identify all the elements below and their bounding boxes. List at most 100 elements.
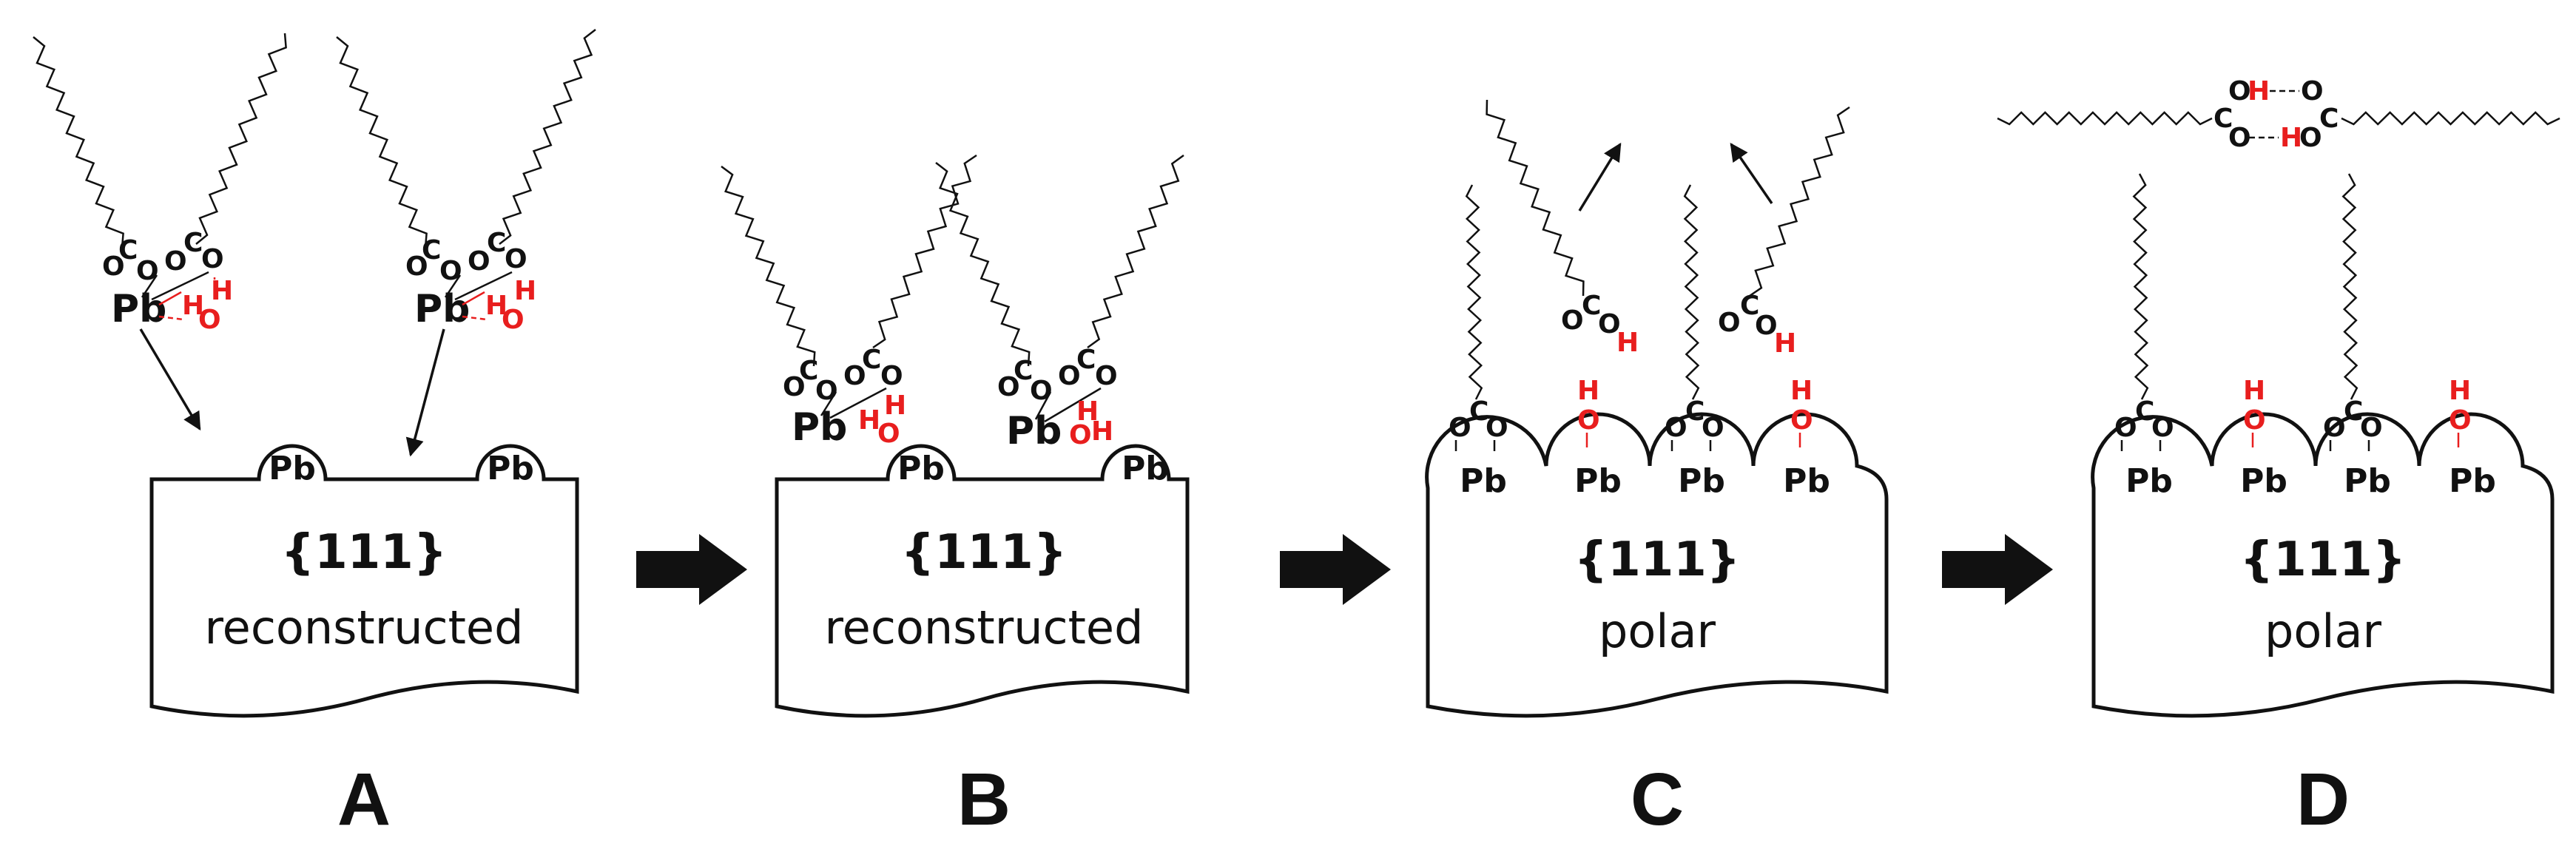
oxygen-atom: O — [1718, 308, 1741, 338]
oxygen-atom: O — [1030, 376, 1053, 406]
oxygen-atom: O — [2323, 413, 2346, 443]
facet-index: {111} — [2240, 532, 2407, 587]
panel-a: Pb Pb {111} reconstructed O C O O C O Pb… — [33, 29, 596, 841]
alkyl-chain — [195, 33, 287, 245]
oxygen-atom: O — [1449, 413, 1471, 443]
hydrogen-atom: H — [1076, 396, 1099, 427]
surface-pb-atom: Pb — [269, 450, 316, 487]
panel-c: Pb Pb Pb Pb {111} polar C O O H O C O O — [1425, 99, 1889, 841]
nanocrystal-block-c — [1425, 412, 1889, 718]
panel-d: Pb Pb Pb Pb {111} polar C O O H O C O O — [1997, 76, 2560, 841]
carbon-atom: C — [1469, 396, 1488, 427]
surface-hydroxyl: H O — [1577, 376, 1600, 447]
alkyl-chain — [872, 154, 977, 349]
surface-pb-atom: Pb — [1678, 462, 1725, 500]
alkyl-chain — [935, 162, 1031, 367]
hydrogen-atom: H — [514, 276, 536, 306]
oxygen-atom: O — [2243, 405, 2266, 436]
pb-oleate-complex: O C O O C O Pb H H O — [935, 154, 1184, 453]
bound-oleate-ligand: C O O — [1665, 184, 1724, 451]
oxygen-atom: O — [2360, 413, 2383, 443]
step-arrow — [636, 534, 747, 605]
oxygen-atom: O — [2299, 123, 2322, 153]
surface-hydroxyl: H O — [2449, 376, 2472, 447]
carbon-atom: C — [2213, 104, 2233, 134]
alkyl-chain — [499, 29, 596, 245]
panel-label: A — [337, 758, 391, 841]
oxygen-atom: O — [1577, 405, 1600, 436]
surface-pb-atom: Pb — [487, 450, 534, 487]
carbon-atom: C — [183, 228, 203, 258]
alkyl-chain — [1465, 184, 1483, 400]
alkyl-chain — [2341, 173, 2358, 400]
surface-pb-atom: Pb — [897, 450, 945, 487]
carbon-atom: C — [422, 235, 441, 266]
oxygen-atom: O — [198, 305, 221, 335]
bound-oleate-ligand: C O O — [1449, 184, 1508, 451]
bound-oleate-ligand: C O O — [2323, 173, 2383, 451]
surface-pb-atom: Pb — [2449, 462, 2496, 500]
alkyl-chain — [336, 36, 428, 248]
panel-label: C — [1631, 758, 1684, 841]
pb-oleate-complex: O C O O C O Pb H H O — [721, 154, 977, 450]
oxygen-atom: O — [1755, 311, 1778, 341]
hydrogen-atom: H — [884, 390, 906, 421]
oxygen-atom: O — [201, 244, 224, 274]
carbon-atom: C — [1740, 291, 1759, 321]
surface-hydroxyl: H O — [2243, 376, 2266, 447]
carbon-atom: C — [118, 235, 138, 266]
oxygen-atom: O — [164, 246, 187, 277]
hydrogen-atom: H — [2243, 376, 2265, 406]
nanocrystal-block-d — [2091, 412, 2555, 718]
hydrogen-atom: H — [1616, 328, 1639, 358]
oxygen-atom: O — [997, 372, 1020, 402]
alkyl-chain — [721, 165, 816, 367]
desorbing-oleic-acid: C O O H — [1718, 106, 1850, 359]
hydrogen-atom: H — [1091, 416, 1113, 447]
facet-index: {111} — [281, 525, 448, 580]
pb-oleate-complex: O C O O C O Pb H H O — [336, 29, 596, 457]
alkyl-chain — [1087, 154, 1184, 349]
oxygen-atom: O — [102, 251, 125, 282]
hydrogen-atom: H — [485, 291, 508, 321]
oxygen-atom: O — [1058, 361, 1081, 391]
carbon-atom: C — [2135, 396, 2154, 427]
oxygen-atom: O — [2228, 76, 2251, 106]
oxygen-atom: O — [783, 372, 806, 402]
carbon-atom: C — [1076, 345, 1096, 375]
oxygen-atom: O — [1095, 361, 1118, 391]
oxygen-atom: O — [1561, 305, 1584, 336]
facet-index: {111} — [1574, 532, 1741, 587]
surface-pb-atom: Pb — [1122, 450, 1169, 487]
bound-oleate-ligand: C O O — [2114, 173, 2174, 451]
lead-atom: Pb — [792, 405, 847, 450]
hydrogen-atom: H — [1790, 376, 1813, 406]
hydrogen-atom: H — [2280, 123, 2302, 153]
pb-oleate-complex: O C O O C O Pb H H O — [33, 33, 287, 431]
nanocrystal-block-a — [149, 444, 579, 718]
lead-atom: Pb — [111, 287, 166, 331]
alkyl-chain — [1997, 111, 2213, 126]
alkyl-chain — [1683, 184, 1700, 400]
hydrogen-atom: H — [2449, 376, 2471, 406]
surface-pb-atom: Pb — [2344, 462, 2391, 500]
surface-hydroxyl: H O — [1790, 376, 1813, 447]
alkyl-chain — [1749, 106, 1850, 297]
desorbing-oleic-acid: C O O H — [1486, 99, 1639, 358]
surface-type: polar — [2265, 604, 2382, 658]
hydrogen-atom: H — [858, 405, 880, 436]
oxygen-atom: O — [880, 361, 903, 391]
oxygen-atom: O — [2114, 413, 2137, 443]
surface-pb-atom: Pb — [2125, 462, 2173, 500]
oleic-acid-dimer: C O H O O H O C — [1997, 76, 2560, 153]
alkyl-chain — [33, 36, 124, 248]
hydrogen-atom: H — [211, 276, 233, 306]
carbon-atom: C — [1582, 291, 1601, 321]
lead-atom: Pb — [414, 287, 470, 331]
carbon-atom: C — [2344, 396, 2363, 427]
hydrogen-atom: H — [1577, 376, 1599, 406]
oxygen-atom: O — [2301, 76, 2324, 106]
oxygen-atom: O — [2228, 123, 2251, 153]
step-arrow — [1942, 534, 2053, 605]
